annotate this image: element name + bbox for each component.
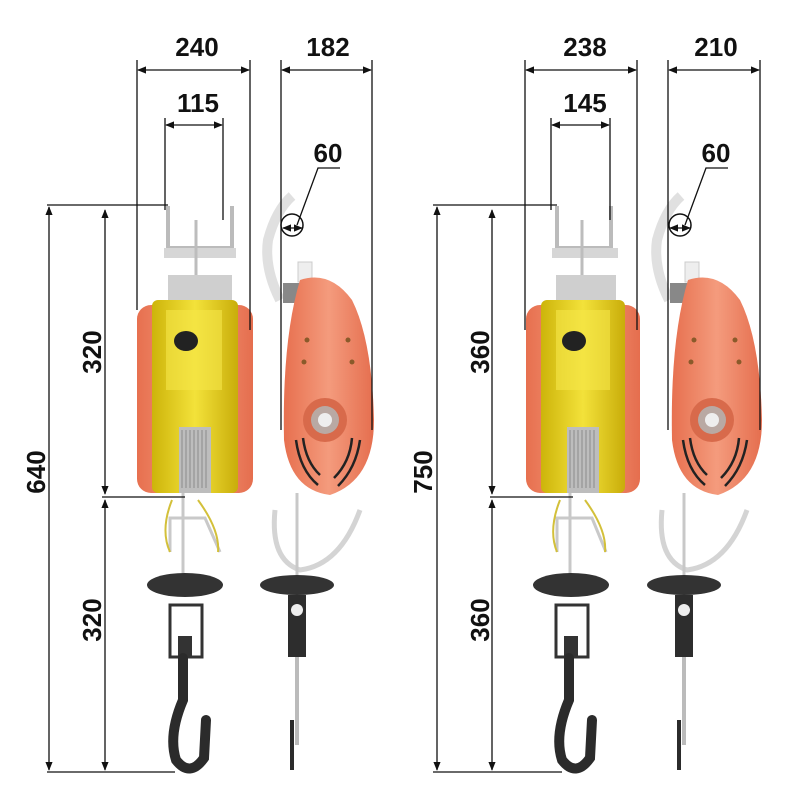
hoist-side-view-left	[260, 192, 374, 770]
dim-hook-diameter-right: 60	[702, 138, 731, 168]
dim-side-width-right: 210	[694, 32, 737, 62]
dim-frame-width-right: 145	[563, 88, 606, 118]
dim-side-width-left: 182	[306, 32, 349, 62]
dimension-lines-right	[433, 60, 761, 773]
hoist-side-view-right	[647, 192, 762, 770]
model-right: 238 145 210 60 750 360 360	[408, 32, 762, 774]
dim-frame-width-left: 115	[177, 88, 219, 118]
hoist-front-view-right	[526, 206, 640, 774]
dim-upper-height-left: 320	[77, 330, 107, 373]
hoist-front-view-left	[137, 206, 253, 774]
dimension-lines-left	[45, 60, 373, 773]
dim-lower-height-left: 320	[77, 598, 107, 641]
dim-lower-height-right: 360	[465, 598, 495, 641]
dim-total-height-left: 640	[21, 450, 51, 493]
dim-upper-height-right: 360	[465, 330, 495, 373]
dim-total-height-right: 750	[408, 450, 438, 493]
dim-hook-diameter-left: 60	[314, 138, 343, 168]
model-left: 240 115 182 60 640 320 320	[21, 32, 374, 774]
dim-front-width-left: 240	[175, 32, 218, 62]
dim-front-width-right: 238	[563, 32, 606, 62]
